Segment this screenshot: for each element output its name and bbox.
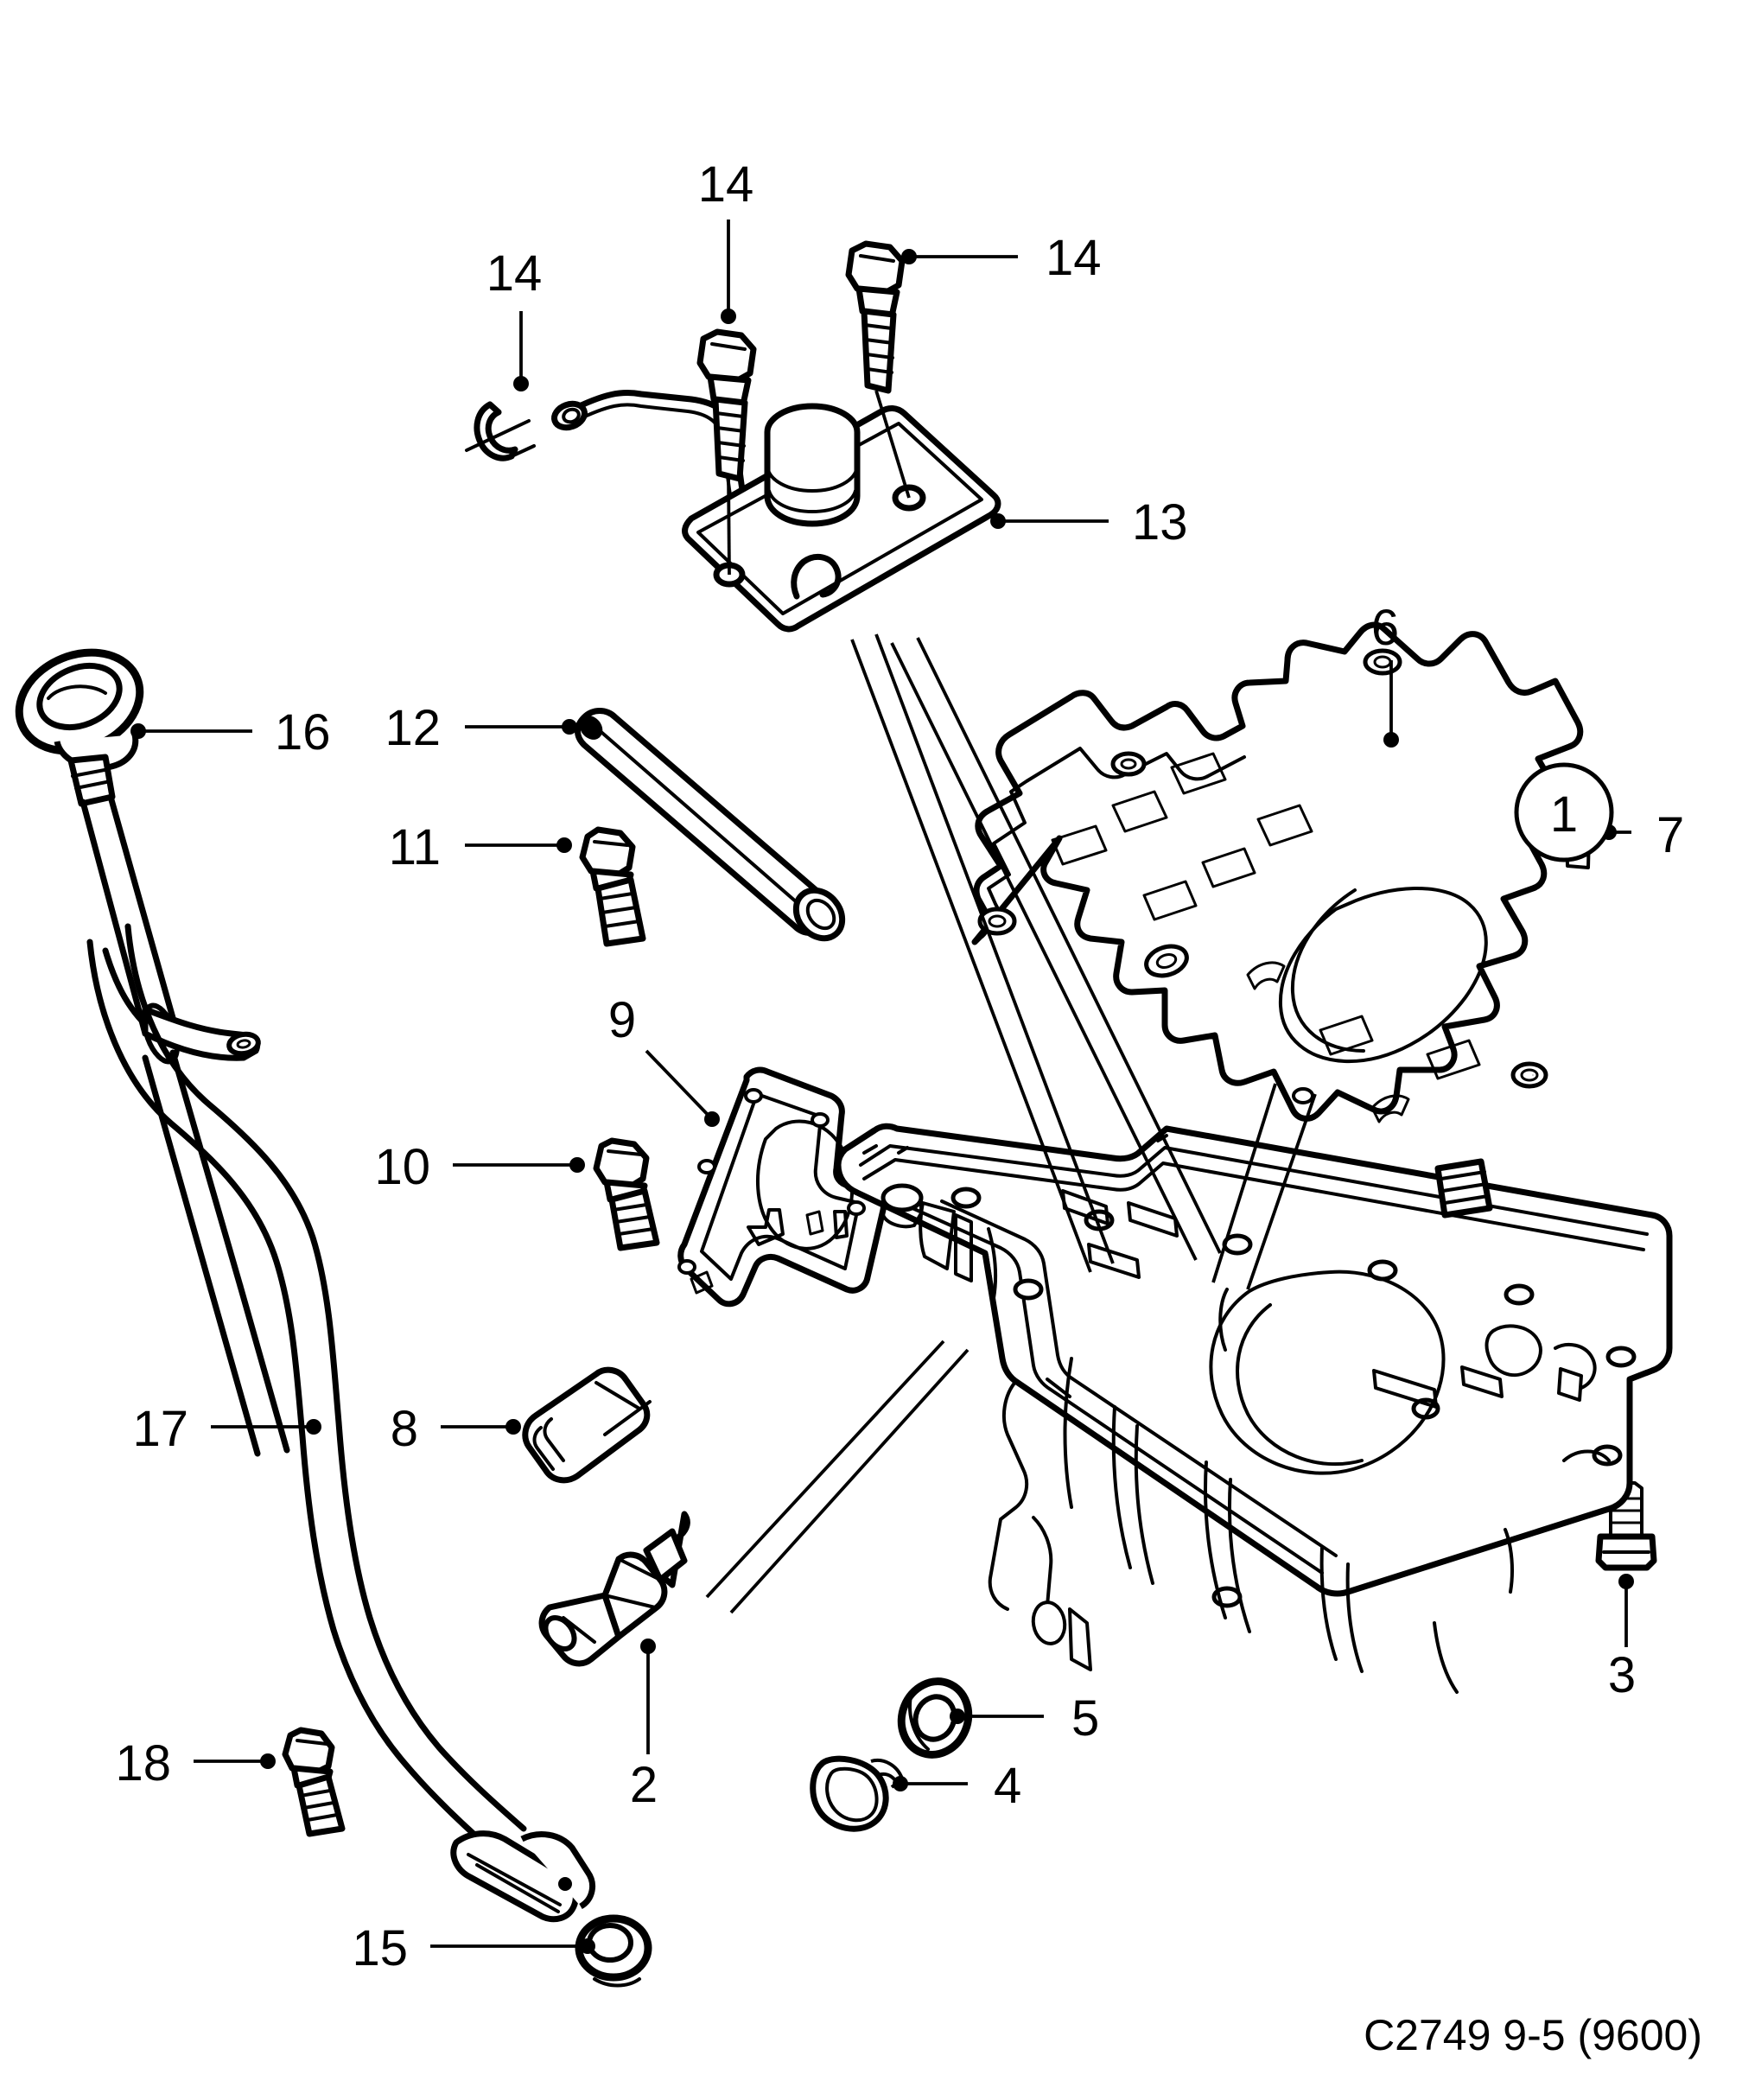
part-oil-pressure-switch — [538, 1511, 690, 1667]
callout-label-9: 9 — [608, 992, 636, 1048]
part-oil-pump-pickup-gasket — [677, 1066, 887, 1308]
callout-1: 1 — [1514, 762, 1614, 862]
callout-label-16: 15 — [352, 1920, 408, 1976]
callout-18: 17 — [132, 1401, 321, 1457]
callout-2: 2 — [630, 1639, 658, 1813]
callout-7: 7 — [1601, 807, 1684, 863]
callout-label-10: 10 — [374, 1139, 430, 1195]
callout-label-14-right: 14 — [1046, 230, 1102, 286]
callout-label-1: 1 — [1550, 786, 1578, 843]
part-drain-plug — [810, 1755, 904, 1832]
callout-label-5: 5 — [1071, 1690, 1099, 1747]
callout-label-13: 13 — [1132, 494, 1188, 550]
callout-14-right: 14 — [901, 230, 1102, 286]
part-drain-plug-seal-washer — [897, 1677, 973, 1759]
callout-label-18: 17 — [132, 1401, 188, 1457]
callout-1-circle — [1514, 762, 1614, 862]
callout-label-15: 14 — [486, 245, 543, 302]
callout-label-4: 4 — [994, 1758, 1021, 1814]
callout-label-7: 7 — [1656, 807, 1684, 863]
part-bolt-11 — [579, 826, 646, 947]
part-oil-strainer-plug — [1434, 1158, 1493, 1219]
assembly-reference-lines — [705, 633, 1317, 1614]
part-oil-pan-long-stud-bolt — [575, 708, 846, 942]
part-bolt-14-left — [696, 328, 757, 482]
callout-label-11: 11 — [389, 819, 441, 875]
diagram-caption: C2749 9-5 (9600) — [1364, 2011, 1702, 2059]
part-dipstick-tube-grommet — [575, 1914, 652, 1988]
callout-5: 5 — [950, 1690, 1099, 1747]
callout-16: 15 — [352, 1920, 595, 1976]
part-bolt-14-right — [845, 240, 906, 394]
callout-19: 18 — [115, 1735, 276, 1791]
callout-11: 11 — [389, 819, 572, 875]
callout-label-12: 12 — [385, 700, 441, 756]
callout-label-14-left: 14 — [698, 156, 754, 213]
callout-label-19: 18 — [115, 1735, 171, 1791]
callout-10: 10 — [374, 1139, 585, 1195]
callout-label-6: 6 — [1371, 600, 1399, 656]
callout-label-2: 2 — [630, 1757, 658, 1813]
part-bolt-3 — [1595, 1481, 1657, 1571]
callout-15: 14 — [486, 245, 543, 391]
callout-17: 16 — [130, 704, 331, 760]
callout-12: 12 — [385, 700, 577, 756]
part-dipstick-tube — [86, 923, 596, 1923]
callout-label-8: 8 — [391, 1401, 418, 1457]
callout-14-left: 14 — [698, 156, 754, 324]
callout-13: 13 — [990, 494, 1188, 550]
callout-8: 8 — [391, 1401, 521, 1457]
callout-label-3: 3 — [1608, 1647, 1636, 1703]
part-oil-pump-bracket-assembly — [682, 390, 1001, 633]
callout-4: 4 — [893, 1758, 1021, 1814]
part-gasket-bolt — [593, 1137, 660, 1251]
part-dipstick-rod — [79, 793, 290, 1457]
part-oil-level-sensor — [522, 1366, 652, 1484]
part-retaining-clip — [465, 401, 536, 461]
part-oil-baffle-windage-tray — [971, 621, 1584, 1123]
callout-label-17: 16 — [275, 704, 331, 760]
callout-9: 9 — [608, 992, 720, 1127]
part-oil-pan-sump — [835, 1123, 1673, 1694]
callout-3: 3 — [1608, 1574, 1636, 1703]
part-dipstick-handle — [15, 648, 144, 807]
callout-6: 6 — [1371, 600, 1399, 748]
part-dipstick-tube-bolt — [282, 1727, 346, 1837]
